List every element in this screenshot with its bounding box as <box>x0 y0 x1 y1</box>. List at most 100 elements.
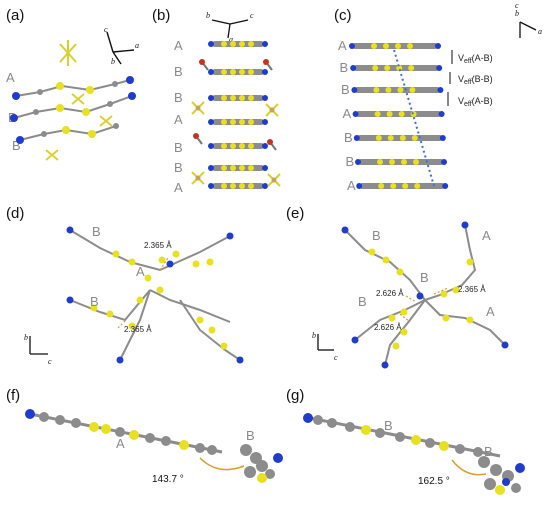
nitrogen-atom <box>439 135 446 141</box>
sulfur-atom <box>386 111 393 117</box>
sulfur-atom <box>239 143 245 149</box>
molecule-letter: A <box>486 304 495 319</box>
stack-letter: B <box>174 140 183 155</box>
nitrogen-atom <box>435 43 441 49</box>
molecule-layer <box>212 143 264 149</box>
molecule-layer <box>212 69 264 75</box>
nitrogen-atom <box>208 143 214 149</box>
nitrogen-atom <box>353 135 360 141</box>
anion-center <box>269 107 275 113</box>
molecule-letter: B <box>246 428 255 443</box>
stack-letter: A <box>174 180 183 195</box>
molecule-letter: B <box>420 270 429 285</box>
sulfur-atom <box>221 69 227 75</box>
stack-letter: B <box>174 90 183 105</box>
sulfur-atom <box>387 135 394 141</box>
molecule-letter: A <box>116 436 125 451</box>
molecule-network <box>341 221 509 369</box>
contact-distance: 2.365 Å <box>144 241 172 250</box>
nitrogen-atom <box>436 65 443 71</box>
coupling-label: Veff(A-B) <box>458 53 493 65</box>
molecule-letter: B <box>92 224 101 239</box>
sulfur-atom <box>399 135 406 141</box>
axis-label-c: c <box>250 11 254 20</box>
sulfur-atom <box>230 143 236 149</box>
molecule-letter: A <box>136 264 145 279</box>
oxygen-atom <box>199 59 205 65</box>
nitrogen-atom <box>208 69 214 75</box>
panel-c-label: (c) <box>334 7 352 24</box>
molecule-letter: A <box>482 228 491 243</box>
dihedral-angle: 162.5 ° <box>418 476 450 487</box>
sulfur-atom <box>401 159 407 165</box>
sulfur-atom <box>248 69 254 75</box>
molecule-layer <box>212 165 264 171</box>
sulfur-atom <box>221 95 227 101</box>
stack-letter: B <box>12 138 21 153</box>
panel-a: (a) c b a A B B <box>6 7 139 161</box>
nitrogen-atom <box>208 183 214 189</box>
stack-letter: B <box>344 130 353 145</box>
stack-letter: A <box>6 70 15 85</box>
nitrogen-atom <box>351 87 358 93</box>
sulfur-atom <box>408 65 415 71</box>
molecule-sketch <box>10 76 136 161</box>
sulfur-atom <box>248 143 254 149</box>
axis-label-c: c <box>48 357 52 366</box>
sulfur-atom <box>230 119 236 125</box>
nitrogen-atom <box>208 119 214 125</box>
axes-icon <box>106 31 135 65</box>
molecule-letter: B <box>358 294 367 309</box>
panel-f-label: (f) <box>6 387 20 404</box>
coupling-label: Veff(B-B) <box>458 74 493 86</box>
nitrogen-atom <box>356 183 363 189</box>
molecule-network <box>66 226 244 364</box>
nitrogen-atom <box>355 159 361 165</box>
stack-letter: B <box>340 60 349 75</box>
sulfur-atom <box>221 119 227 125</box>
axis-label-b: b <box>111 57 115 66</box>
anion-center <box>195 105 201 111</box>
axis-label-b: b <box>515 9 519 18</box>
panel-e-label: (e) <box>286 205 304 222</box>
oxygen-atom <box>267 139 273 145</box>
nitrogen-atom <box>262 41 268 47</box>
sulfur-atom <box>407 43 413 49</box>
coupling-label: Veff(A-B) <box>458 96 493 108</box>
stack-letter: B <box>174 160 183 175</box>
sulfur-atom <box>230 183 236 189</box>
panel-g-label: (g) <box>286 387 304 404</box>
nitrogen-atom <box>352 111 359 117</box>
contact-distance: 2.626 Å <box>376 289 404 298</box>
sulfur-atom <box>372 65 379 71</box>
nitrogen-atom <box>208 95 214 101</box>
sulfur-atom <box>397 87 404 93</box>
sulfur-atom <box>373 87 380 93</box>
nitrogen-atom <box>438 111 445 117</box>
contact-distance: 2.365 Å <box>124 325 152 334</box>
sulfur-atom <box>221 183 227 189</box>
molecule-letter: B <box>484 444 493 459</box>
stack-letter: A <box>338 38 347 53</box>
axis-label-b: b <box>24 333 28 342</box>
stack-axis-line <box>393 49 435 187</box>
anion-center <box>195 175 201 181</box>
panel-f: (f) A B 143.7 ° <box>6 387 283 485</box>
coupling-arrows <box>447 50 453 106</box>
nitrogen-atom <box>262 119 268 125</box>
axes-icon <box>519 21 537 38</box>
panel-b-label: (b) <box>152 7 170 24</box>
sulfur-atom <box>248 165 254 171</box>
sulfur-atom <box>239 165 245 171</box>
molecule-side-view <box>25 409 283 483</box>
sulfur-atom <box>230 165 236 171</box>
sulfur-atom <box>389 159 395 165</box>
sulfur-atom <box>374 111 381 117</box>
nitrogen-atom <box>441 159 447 165</box>
axis-label-b: b <box>312 331 316 340</box>
axis-label-b: b <box>206 11 210 20</box>
sulfur-atom <box>230 69 236 75</box>
sulfur-atom <box>384 65 391 71</box>
sulfur-atom <box>385 87 392 93</box>
